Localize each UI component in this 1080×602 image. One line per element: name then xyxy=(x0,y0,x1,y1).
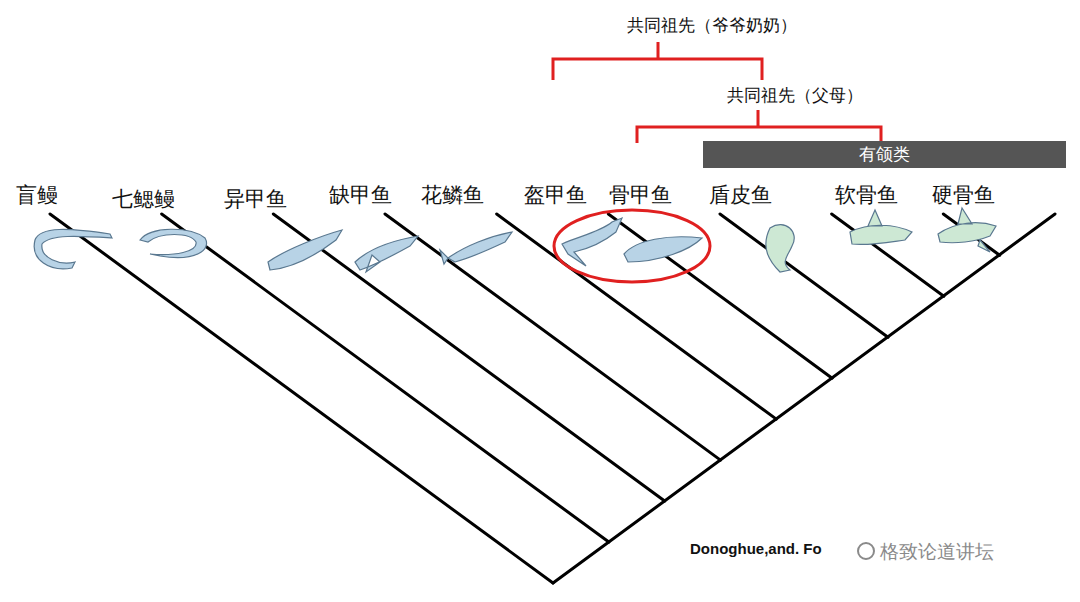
tree-lines xyxy=(50,214,1055,583)
hagfish-icon xyxy=(34,229,112,268)
highlight-ellipse xyxy=(554,210,710,282)
taxon-name: 盾皮鱼 xyxy=(709,181,772,209)
taxon-name: 盲鳗 xyxy=(16,181,58,209)
branch-line xyxy=(553,214,1055,583)
branch-line xyxy=(50,214,553,583)
osteostracan-icon xyxy=(624,237,702,262)
anaspid-icon xyxy=(355,236,418,272)
ancestor-label: 共同祖先（父母） xyxy=(727,84,863,107)
fish-icons xyxy=(34,208,996,272)
ancestor-label: 共同祖先（爷爷奶奶） xyxy=(627,14,797,37)
osteichthyan-icon xyxy=(938,208,996,252)
parent-bracket xyxy=(637,110,881,143)
taxon-name: 盔甲鱼 xyxy=(524,181,587,209)
branch-line xyxy=(273,214,664,501)
branch-line xyxy=(497,214,777,419)
branch-line xyxy=(608,214,832,378)
lamprey-icon xyxy=(140,229,207,257)
heterostracan-icon xyxy=(268,230,342,270)
taxon-name: 缺甲鱼 xyxy=(329,181,392,209)
taxon-name: 硬骨鱼 xyxy=(932,181,995,209)
ancestor-brackets xyxy=(553,42,881,143)
watermark: 格致论道讲坛 xyxy=(880,539,994,565)
taxon-name: 软骨鱼 xyxy=(835,181,898,209)
taxon-name: 异甲鱼 xyxy=(224,185,287,213)
clade-band: 有颌类 xyxy=(703,141,1066,168)
band-label: 有颌类 xyxy=(859,143,910,166)
placoderm-icon xyxy=(766,225,794,272)
watermark-icon xyxy=(858,543,874,559)
citation: Donoghue,and. Fo xyxy=(690,540,822,557)
taxon-name: 花鳞鱼 xyxy=(421,181,484,209)
branch-line xyxy=(162,214,609,542)
branch-line xyxy=(385,214,721,460)
chondrichthyan-icon xyxy=(850,210,912,245)
taxon-name: 骨甲鱼 xyxy=(609,181,672,209)
thelodont-icon xyxy=(440,232,512,264)
taxon-name: 七鳃鳗 xyxy=(112,185,175,213)
grandparent-bracket xyxy=(553,42,762,80)
